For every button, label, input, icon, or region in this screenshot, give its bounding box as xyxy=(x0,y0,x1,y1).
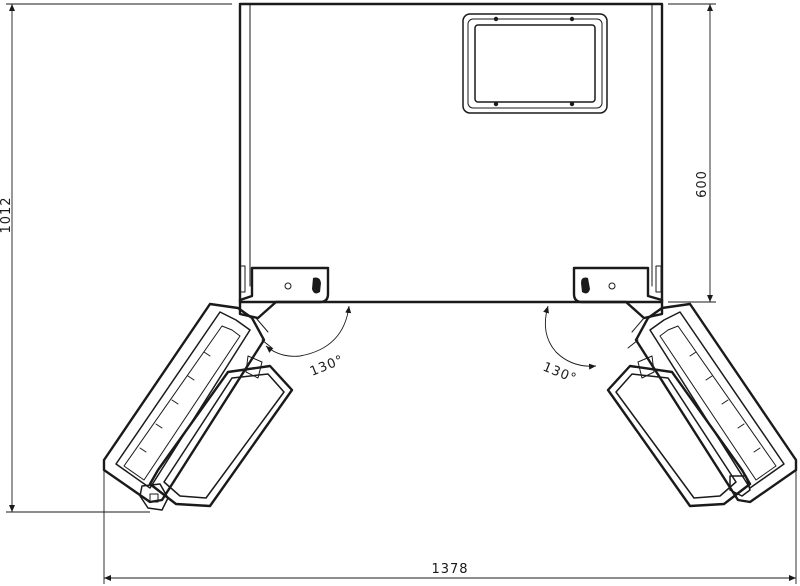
right-door xyxy=(606,302,798,508)
cabinet-depth-label: 600 xyxy=(695,170,710,198)
overall-width-label: 1378 xyxy=(431,562,468,577)
overall-width-dimension: 1378 xyxy=(103,470,797,584)
left-door xyxy=(102,302,294,511)
left-angle-label: 130° xyxy=(308,353,346,380)
cabinet-body xyxy=(238,2,664,304)
top-panel-window xyxy=(462,13,608,114)
left-angle-indicator: 130° xyxy=(265,305,352,380)
right-door-shelf-marks xyxy=(689,351,761,453)
right-angle-indicator: 130° xyxy=(541,305,597,387)
left-hinge-bracket xyxy=(238,266,330,320)
right-hinge-bracket xyxy=(572,266,664,320)
cabinet-depth-dimension: 600 xyxy=(668,3,716,303)
overall-depth-dimension: 1012 xyxy=(0,3,232,513)
overall-depth-label: 1012 xyxy=(0,196,14,233)
right-angle-label: 130° xyxy=(541,360,579,387)
left-door-shelf-marks xyxy=(139,351,211,453)
